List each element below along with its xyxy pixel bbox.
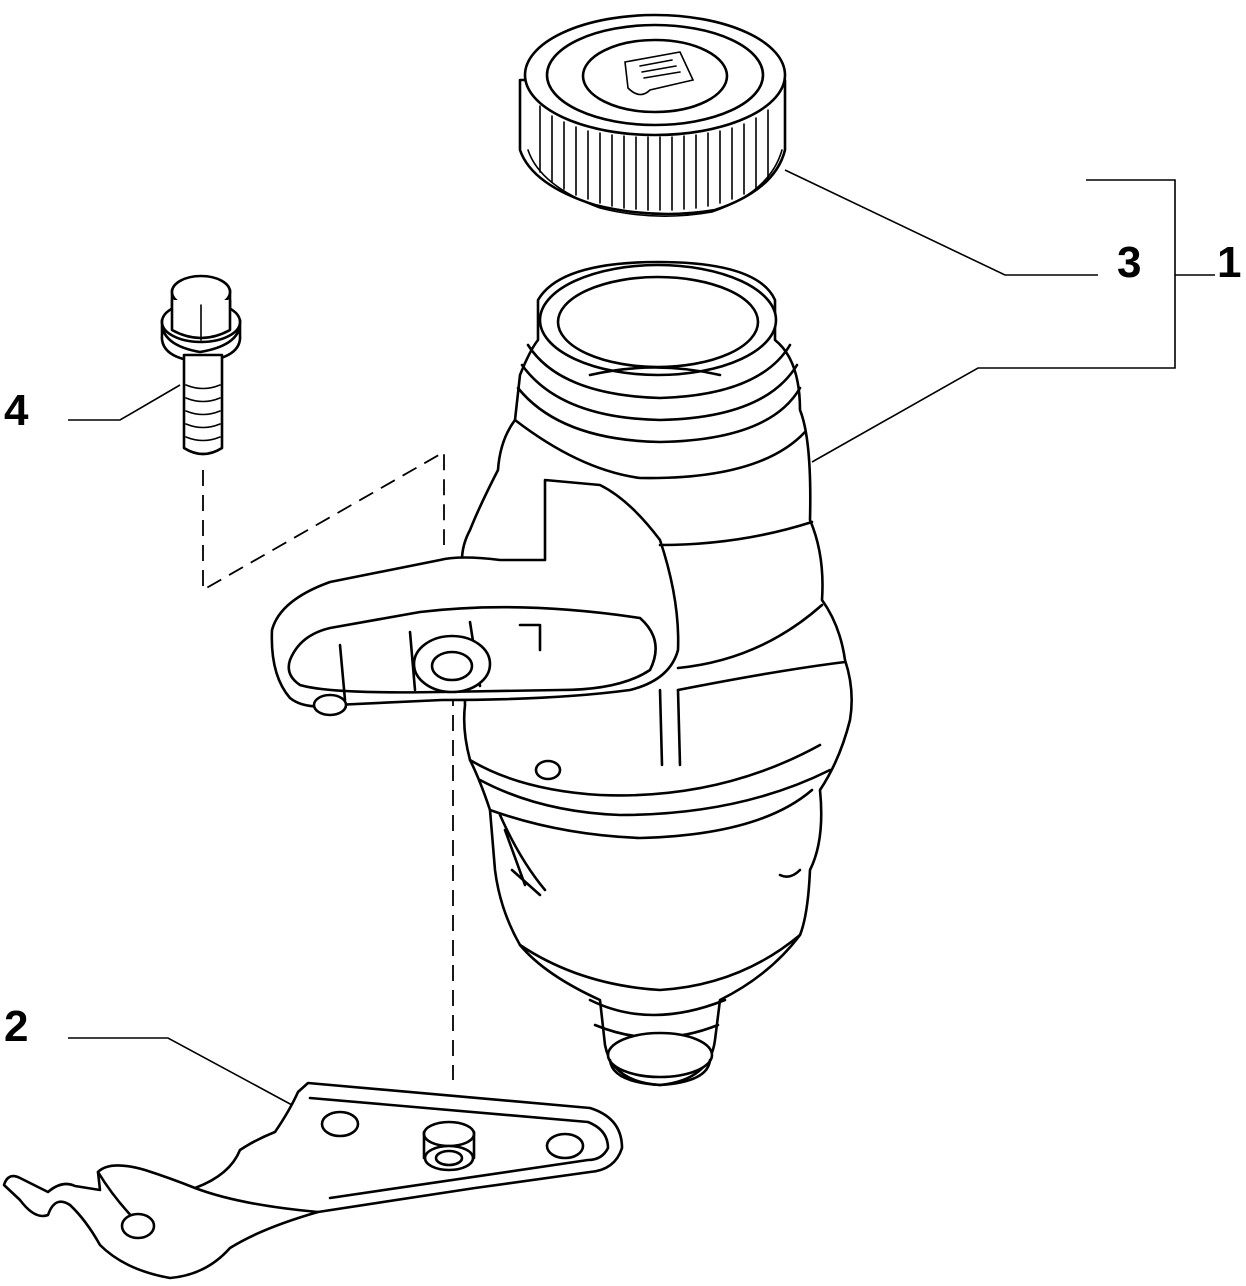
thread-ring-3 xyxy=(516,386,802,444)
body-section-3 xyxy=(676,660,847,692)
reservoir-inner-lip xyxy=(588,366,722,377)
mounting-bracket xyxy=(2,1081,624,1280)
mounting-arm-inner xyxy=(287,605,657,694)
body-section-1 xyxy=(658,520,814,547)
lower-side-detail xyxy=(498,813,547,897)
leader-line-4 xyxy=(68,384,181,421)
assembly-lines xyxy=(202,450,454,1080)
mounting-hole xyxy=(430,650,474,682)
body-rib-1 xyxy=(658,688,664,767)
leader-line-2 xyxy=(68,1037,293,1106)
lower-right-detail xyxy=(778,868,802,878)
outlet-tip xyxy=(606,1031,714,1079)
shoulder-line xyxy=(513,418,807,480)
callout-3-cap[interactable]: 3 xyxy=(1117,238,1142,287)
cap-knurl-ridges xyxy=(539,105,769,211)
bottom-taper xyxy=(518,933,802,992)
cap-top xyxy=(523,13,787,137)
bracket-hole-tab xyxy=(120,1212,156,1240)
body-section-2 xyxy=(676,603,824,670)
leader-line-3 xyxy=(784,169,1098,276)
leader-line-1-bracket xyxy=(811,179,1176,463)
bolt-assembly-line xyxy=(202,450,445,592)
bracket-nut-bore xyxy=(434,1149,464,1167)
bolt xyxy=(160,274,242,456)
bolt-flange xyxy=(160,318,242,364)
thread-ring-1 xyxy=(526,343,792,400)
cap-top-ring xyxy=(545,23,765,127)
thread-ring-2 xyxy=(520,363,799,422)
callout-1-reservoir-assembly[interactable]: 1 xyxy=(1217,238,1242,287)
mounting-hole-boss xyxy=(412,634,492,694)
mounting-arm-web xyxy=(338,620,542,702)
reservoir-cap xyxy=(518,13,787,217)
bolt-shank xyxy=(182,353,224,456)
callout-4-bolt[interactable]: 4 xyxy=(4,386,29,435)
lower-band-1 xyxy=(468,743,822,797)
side-nub xyxy=(534,759,562,781)
reservoir-neck-opening xyxy=(538,263,778,377)
bracket-nut-base xyxy=(423,1144,475,1172)
leader-lines xyxy=(68,169,1215,1106)
bracket-rim xyxy=(308,1096,610,1200)
lower-collar xyxy=(488,788,814,840)
bracket-nut-top xyxy=(422,1120,476,1148)
bolt-threads xyxy=(185,384,221,442)
cap-fluid-symbol xyxy=(624,51,695,96)
bracket-hole-right xyxy=(545,1132,585,1160)
bracket-hole-left xyxy=(320,1110,360,1138)
body-rib-2 xyxy=(676,688,682,767)
cap-center-disk xyxy=(581,38,729,114)
lower-band-2 xyxy=(478,768,832,817)
bracket-plate xyxy=(2,1081,624,1280)
outlet-ring-1 xyxy=(588,998,727,1017)
outlet-tip-bottom xyxy=(608,1058,712,1087)
arm-peg xyxy=(312,693,348,717)
reservoir-body xyxy=(270,260,853,1087)
cap-bottom-rim xyxy=(527,149,783,217)
callout-2-bracket[interactable]: 2 xyxy=(4,1002,29,1051)
